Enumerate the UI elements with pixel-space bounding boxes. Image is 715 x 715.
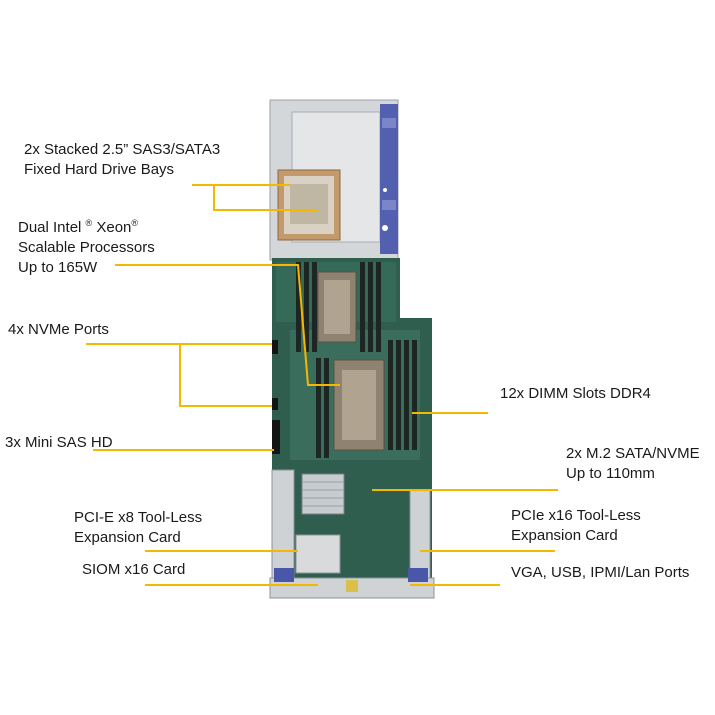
label-drive-bays: 2x Stacked 2.5” SAS3/SATA3 Fixed Hard Dr… — [24, 140, 220, 180]
label-cpu-line1: Dual Intel ® Xeon® — [18, 213, 155, 238]
label-siom: SIOM x16 Card — [82, 561, 186, 578]
label-cpu-xeon: Xeon — [96, 219, 132, 236]
label-cpu-line3: Up to 165W — [18, 259, 98, 276]
label-m2-line2: Up to 110mm — [566, 465, 655, 482]
label-m2-line1: 2x M.2 SATA/NVME — [566, 445, 700, 462]
registered-mark-2: ® — [131, 218, 139, 228]
leader-drive-bays-branch — [213, 185, 318, 211]
leader-lines — [86, 184, 558, 586]
rear-io-bracket — [269, 568, 435, 599]
label-drive-bays-line1: 2x Stacked 2.5” SAS3/SATA3 — [24, 141, 221, 158]
expansion-risers — [271, 469, 431, 579]
label-pcie8-line2: Expansion Card — [74, 529, 181, 546]
leader-nvme-branch — [179, 344, 272, 407]
label-pcie16: PCIe x16 Tool-Less Expansion Card — [511, 506, 641, 546]
label-ports: VGA, USB, IPMI/Lan Ports — [511, 564, 690, 581]
label-cpu: Dual Intel ® Xeon® Scalable Processors U… — [18, 213, 155, 278]
drive-bay-bracket — [277, 169, 341, 241]
cpu-heatsinks — [317, 271, 385, 451]
label-pcie8-line1: PCI-E x8 Tool-Less — [74, 509, 203, 526]
label-sas: 3x Mini SAS HD — [5, 434, 113, 451]
leader-cpu — [115, 264, 340, 386]
dimm-slots — [296, 262, 417, 458]
mini-sas-connectors — [272, 340, 280, 454]
label-pcie16-line1: PCIe x16 Tool-Less — [511, 507, 641, 524]
label-cpu-line2: Scalable Processors — [18, 239, 155, 256]
label-m2: 2x M.2 SATA/NVME Up to 110mm — [566, 444, 700, 484]
label-pcie8: PCI-E x8 Tool-Less Expansion Card — [74, 508, 202, 548]
label-pcie16-line2: Expansion Card — [511, 527, 618, 544]
label-drive-bays-line2: Fixed Hard Drive Bays — [24, 161, 175, 178]
chipset-heatsink — [301, 473, 345, 515]
label-cpu-brand: Dual Intel — [18, 219, 82, 236]
label-nvme: 4x NVMe Ports — [8, 321, 109, 338]
label-dimm: 12x DIMM Slots DDR4 — [500, 385, 651, 402]
registered-mark: ® — [85, 218, 93, 228]
